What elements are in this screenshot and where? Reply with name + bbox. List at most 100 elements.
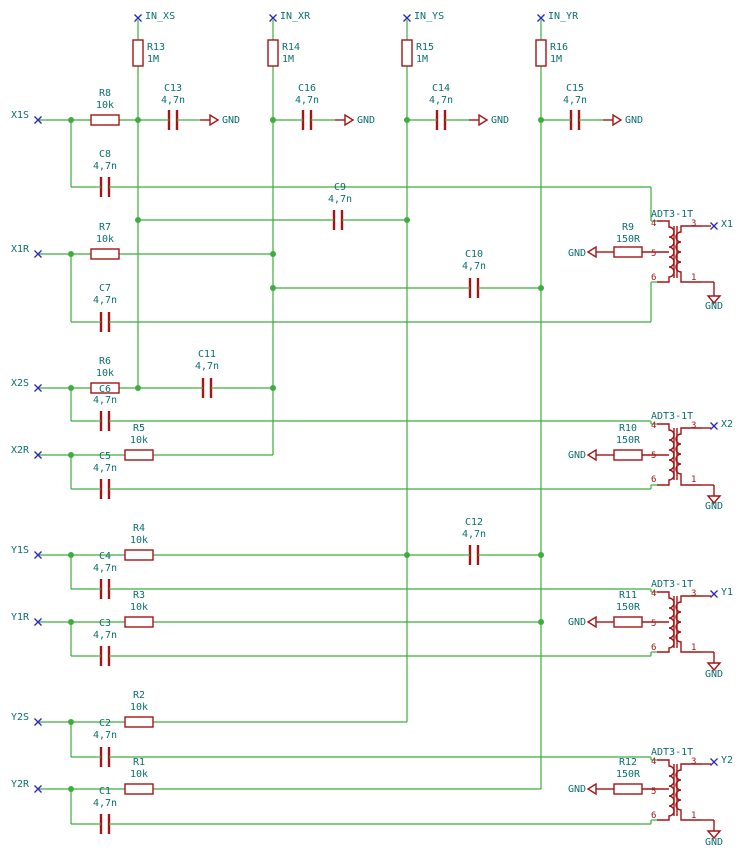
svg-text:4,7n: 4,7n [93,395,117,406]
svg-text:R4: R4 [133,523,145,534]
resistor-r6: R6 10k [90,356,120,394]
svg-text:GND: GND [625,115,643,126]
svg-text:GND: GND [568,450,586,461]
gnd-symbol: GND [568,616,607,628]
port-x2s: X2S [11,378,29,389]
svg-text:4,7n: 4,7n [161,95,185,106]
svg-text:1: 1 [691,811,696,821]
capacitor-c9: C9 4,7n [328,182,352,230]
svg-text:6: 6 [651,273,656,283]
svg-text:R11: R11 [619,590,637,601]
svg-text:R1: R1 [133,757,145,768]
svg-text:C8: C8 [99,149,111,160]
svg-text:1: 1 [691,475,696,485]
port-in-xr: IN_XR [280,11,311,22]
capacitor-c16: C16 4,7n [295,83,319,130]
resistor-r7: R7 10k [90,222,120,260]
svg-text:4,7n: 4,7n [93,730,117,741]
svg-text:1: 1 [691,273,696,283]
resistor-r13: R13 1M [132,39,165,67]
svg-text:ADT3-1T: ADT3-1T [651,579,693,590]
port-y1r: Y1R [11,612,30,623]
capacitor-c4: C4 4,7n [93,551,117,599]
svg-text:3: 3 [691,421,696,431]
svg-text:C4: C4 [99,551,111,562]
svg-text:6: 6 [651,811,656,821]
resistor-r10: R10 150R [606,423,643,461]
svg-text:C3: C3 [99,618,111,629]
transformer-x1: ADT3-1T 4 5 6 3 1 GND [642,209,723,312]
junctions [68,117,544,792]
transformer-y2: ADT3-1T 4 5 6 3 1 GND [642,747,723,848]
svg-text:R2: R2 [133,690,145,701]
capacitor-c11: C11 4,7n [195,349,219,398]
port-markers [33,13,719,794]
svg-text:4: 4 [651,757,656,767]
capacitor-c8: C8 4,7n [93,149,117,197]
svg-text:5: 5 [651,451,656,461]
gnd-symbol: GND [334,114,375,126]
svg-text:150R: 150R [616,234,641,245]
svg-text:6: 6 [651,643,656,653]
svg-text:C14: C14 [432,83,450,94]
svg-text:GND: GND [568,248,586,259]
svg-text:GND: GND [491,115,509,126]
capacitor-c13: C13 4,7n [161,83,185,130]
svg-text:4,7n: 4,7n [93,463,117,474]
svg-text:GND: GND [568,784,586,795]
resistor-r11: R11 150R [606,590,643,628]
wires [38,20,657,825]
capacitor-c10: C10 4,7n [462,249,486,298]
svg-text:3: 3 [691,589,696,599]
gnd-symbol: GND [568,783,607,795]
svg-text:4,7n: 4,7n [93,630,117,641]
svg-text:GND: GND [568,617,586,628]
svg-text:GND: GND [705,501,723,512]
svg-text:GND: GND [357,115,375,126]
capacitor-c2: C2 4,7n [93,718,117,767]
port-x2: X2 [721,419,733,430]
svg-text:4,7n: 4,7n [462,261,486,272]
port-y2r: Y2R [11,779,30,790]
svg-text:R15: R15 [416,42,434,53]
capacitor-c6: C6 4,7n [93,384,117,431]
transformer-x2: ADT3-1T 4 5 6 3 1 GND [642,411,723,512]
svg-text:ADT3-1T: ADT3-1T [651,747,693,758]
svg-text:R13: R13 [147,42,165,53]
svg-text:4,7n: 4,7n [295,95,319,106]
svg-text:4,7n: 4,7n [93,563,117,574]
svg-text:C10: C10 [465,249,483,260]
capacitor-c14: C14 4,7n [429,83,453,130]
svg-text:C2: C2 [99,718,111,729]
gnd-symbol: GND [568,246,607,259]
svg-text:C6: C6 [99,384,111,395]
svg-text:4,7n: 4,7n [462,529,486,540]
svg-text:5: 5 [651,619,656,629]
resistor-r15: R15 1M [401,39,434,67]
svg-text:150R: 150R [616,769,641,780]
svg-text:150R: 150R [616,435,641,446]
svg-text:1: 1 [691,643,696,653]
capacitor-c12: C12 4,7n [462,517,486,565]
svg-text:C11: C11 [198,349,216,360]
svg-text:1M: 1M [282,54,294,65]
svg-text:R7: R7 [99,222,111,233]
svg-text:C13: C13 [164,83,182,94]
svg-text:6: 6 [651,475,656,485]
svg-text:R8: R8 [99,88,111,99]
port-y2s: Y2S [11,712,29,723]
port-y1s: Y1S [11,545,29,556]
port-x2r: X2R [11,445,30,456]
resistor-r3: R3 10k [124,590,154,628]
svg-text:R9: R9 [622,222,634,233]
svg-text:4,7n: 4,7n [93,161,117,172]
gnd-symbol: GND [602,114,643,126]
svg-text:GND: GND [222,115,240,126]
svg-text:R10: R10 [619,423,637,434]
resistor-r16: R16 1M [535,39,568,67]
svg-text:GND: GND [705,301,723,312]
resistor-r1: R1 10k [124,757,154,795]
port-in-xs: IN_XS [145,11,175,22]
svg-text:10k: 10k [130,702,148,713]
